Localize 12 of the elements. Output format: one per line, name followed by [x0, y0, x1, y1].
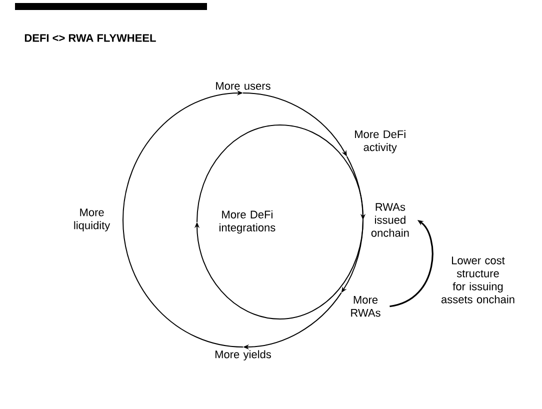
node-label: More yields [215, 350, 271, 360]
title: DEFI <> RWA FLYWHEEL [24, 34, 156, 42]
arrow [194, 219, 364, 320]
node-label: More DeFi integrations [220, 210, 276, 234]
edge-label: Lower cost structure for issuing assets onchain [441, 256, 514, 304]
node-label: More DeFi activity [355, 130, 406, 154]
node-label: RWAs issued onchain [371, 203, 409, 237]
node-label: More liquidity [74, 208, 110, 232]
node-label: More users [216, 82, 270, 90]
arrow [390, 220, 434, 308]
arrow [196, 124, 366, 222]
node-label: More RWAs [351, 296, 380, 317]
